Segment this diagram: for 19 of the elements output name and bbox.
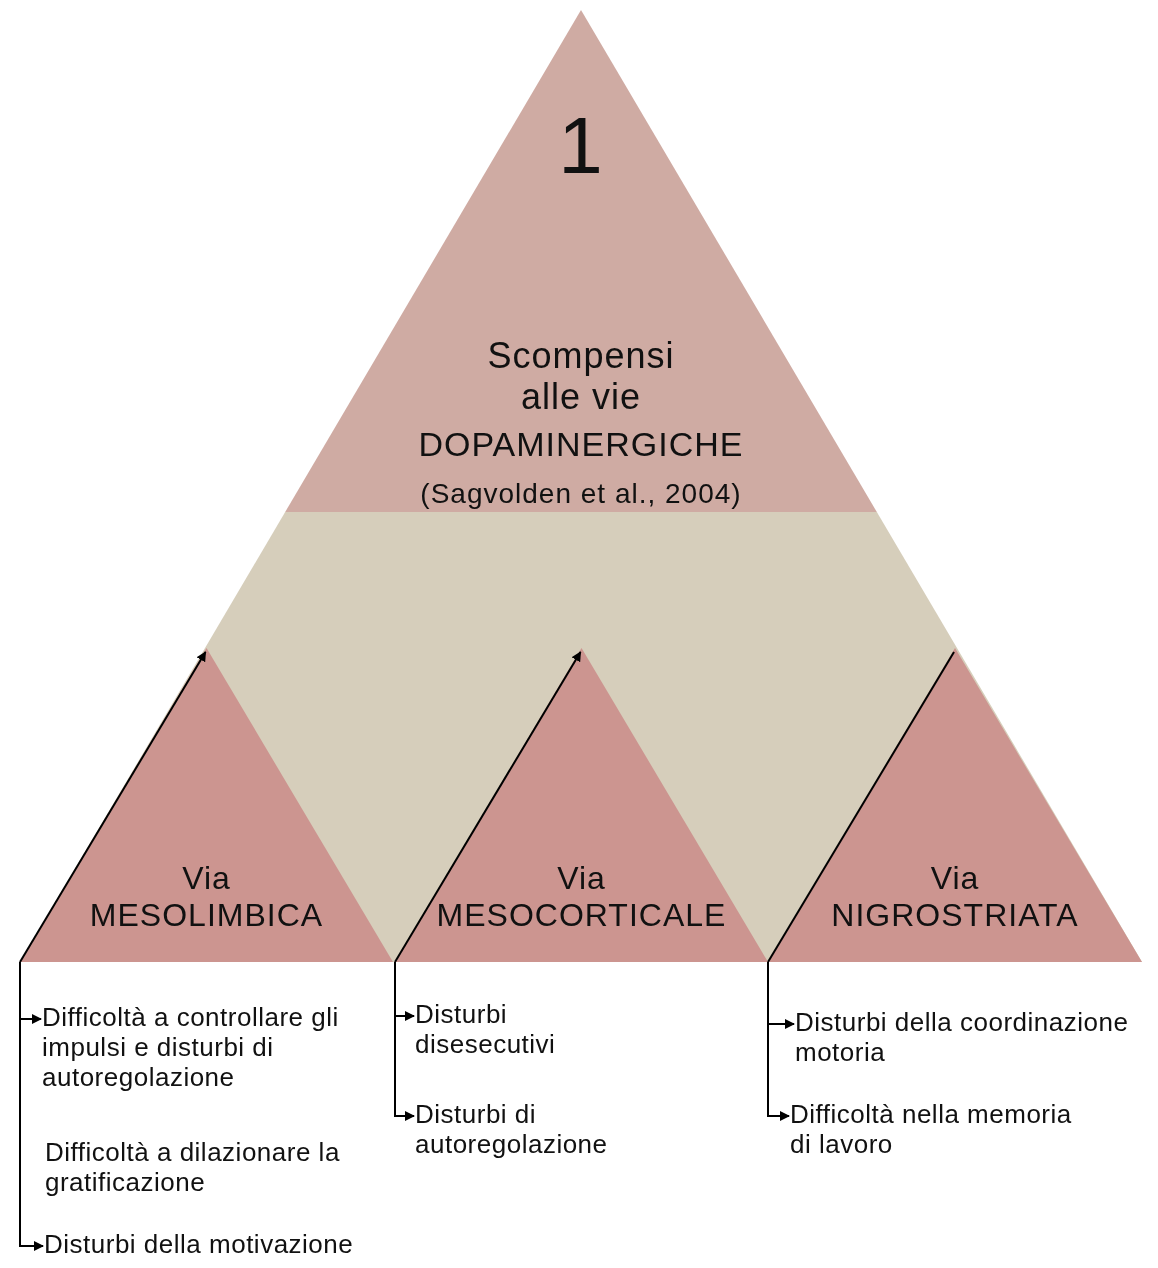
symptom-text: Disturbi di autoregolazione [415, 1100, 735, 1160]
symptom-text: Disturbi disesecutivi [415, 1000, 615, 1060]
pathway-label: Via MESOLIMBICA [89, 860, 324, 934]
section-number: 1 [558, 100, 604, 192]
pathway-label: Via MESOCORTICALE [436, 860, 727, 934]
symptom-text: Disturbi della coordinazione motoria [795, 1008, 1145, 1068]
symptom-text: Difficoltà nella memoria di lavoro [790, 1100, 1090, 1160]
pathway-label: Via NIGROSTRIATA [831, 860, 1079, 934]
citation-text: (Sagvolden et al., 2004) [420, 478, 742, 511]
arrow [394, 651, 582, 963]
symptom-text: Difficoltà a dilazionare la gratificazione [45, 1138, 390, 1198]
heading-text: Scompensi alle vie [486, 335, 676, 418]
symptom-text: Difficoltà a controllare gli impulsi e disturbi di autoregolazione [42, 1003, 372, 1093]
symptom-text: Disturbi della motivazione [44, 1230, 474, 1260]
heading-text: DOPAMINERGICHE [418, 425, 744, 465]
arrow [767, 961, 790, 1121]
arrow [19, 961, 44, 1251]
arrow [19, 651, 207, 963]
arrow [394, 961, 415, 1121]
